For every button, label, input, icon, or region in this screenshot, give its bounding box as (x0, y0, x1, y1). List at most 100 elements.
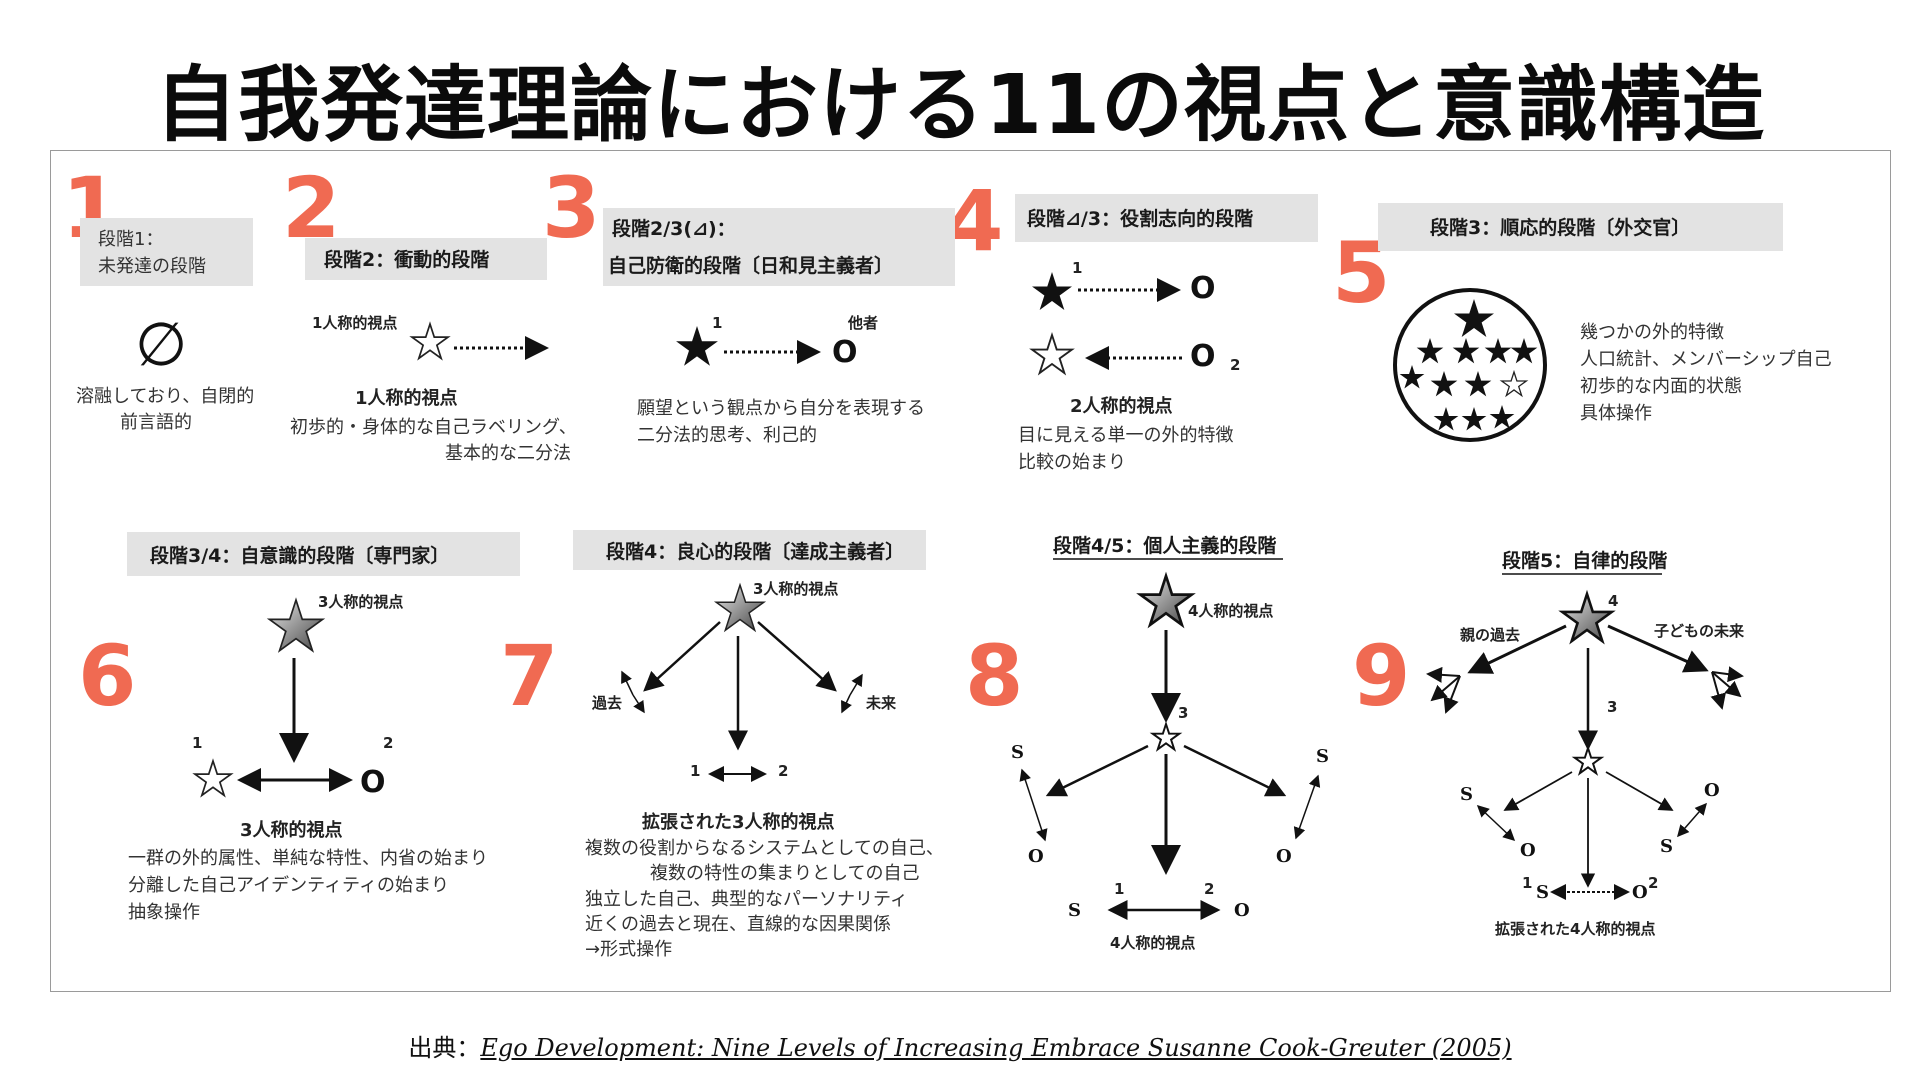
filled-star-icon (1032, 272, 1072, 310)
left-arrow (1503, 771, 1573, 811)
s-label-right: S (1660, 836, 1673, 857)
outlined-star-icon (1140, 576, 1191, 625)
future-tick-arrow-2 (841, 694, 852, 714)
source-citation: 出典：Ego Development: Nine Levels of Incre… (0, 1028, 1920, 1063)
desc-line3: 抽象操作 (128, 902, 200, 923)
stage-label-box (603, 208, 955, 286)
self-index: 1 (690, 762, 700, 780)
s-label-right: S (1316, 746, 1329, 767)
stage-label: 段階3：順応的段階〔外交官〕 (1430, 216, 1690, 239)
panel-stage-delta-3: 段階⊿/3：役割志向的段階 1 O O 2 2人称的視点 目に見える単一の外的特… (1015, 194, 1318, 473)
top-perspective-label: 4人称的視点 (1188, 602, 1273, 620)
other-index: 2 (1230, 356, 1240, 374)
hollow-star-icon (1153, 724, 1180, 749)
page-title: 自我発達理論における11の視点と意識構造 (154, 58, 1766, 153)
hollow-star-icon (195, 761, 231, 795)
stage-label: 段階5：自律的段階 (1502, 549, 1667, 572)
future-arrow (757, 621, 837, 692)
stage-label-box (127, 532, 520, 576)
desc-line2: 基本的な二分法 (445, 443, 571, 464)
past-tick-arrow-2 (632, 694, 645, 714)
perspective-label: 拡張された3人称的視点 (642, 811, 835, 833)
desc-line4: 近くの過去と現在、直線的な因果関係 (585, 914, 891, 935)
panel-stage-2-3: 段階2/3(⊿)： 自己防衛的段階〔日和見主義者〕 1 他者 O 願望という観点… (603, 208, 955, 446)
desc-line1: 願望という観点から自分を表現する (637, 398, 925, 419)
citation-prefix: 出典： (408, 1034, 481, 1062)
panel-stage-3-4: 段階3/4：自意識的段階〔専門家〕 3人称的視点 1 O 2 3人称的視点 一群… (127, 532, 520, 923)
bottom-perspective-label: 4人称的視点 (1110, 934, 1195, 952)
stage-label: 段階2：衝動的段階 (324, 248, 489, 271)
child-future-label: 子どもの未来 (1654, 622, 1745, 640)
other-index: 2 (383, 734, 393, 752)
panel-stage-5: 段階5：自律的段階 4 親の過去 子どもの未来 3 S O O S 1 S O … (1426, 549, 1745, 938)
future-label: 未来 (865, 694, 897, 712)
past-arrow (1467, 624, 1567, 674)
stage-label-box (80, 218, 253, 286)
desc-line1: 複数の役割からなるシステムとしての自己、 (585, 838, 944, 859)
other-circle-2: O (1190, 339, 1216, 374)
desc-line2: 複数の特性の集まりとしての自己 (650, 863, 919, 884)
hollow-star-icon (1032, 335, 1072, 373)
top-perspective-label: 3人称的視点 (318, 593, 403, 611)
desc-line1: 溶融しており、自閉的 (76, 386, 254, 407)
past-tick-arrow (621, 670, 634, 696)
left-so-arrow (1019, 768, 1048, 842)
perspective-label: 2人称的視点 (1070, 395, 1173, 417)
stage-label: 段階3/4：自意識的段階〔専門家〕 (150, 544, 449, 567)
stage-label-box (1378, 203, 1783, 251)
top-perspective-label: 3人称的視点 (753, 580, 838, 598)
self-index: 1 (1522, 874, 1532, 892)
citation-link[interactable]: Ego Development: Nine Levels of Increasi… (480, 1034, 1512, 1062)
outlined-star-icon (1562, 594, 1611, 641)
right-so-arrow (1677, 802, 1707, 838)
bottom-perspective-label: 拡張された4人称的視点 (1495, 920, 1655, 938)
right-arrow (1605, 771, 1674, 811)
other-index: 2 (1648, 874, 1658, 892)
number-3: 3 (542, 159, 600, 257)
gradient-star-icon (269, 600, 322, 651)
desc-line3: 独立した自己、典型的なパーソナリティ (585, 889, 908, 910)
left-arrow (1045, 744, 1149, 797)
o-label-left: O (1028, 846, 1044, 867)
empty-set-icon: ∅ (135, 310, 187, 380)
stage-label: 段階4：良心的段階〔達成主義者〕 (606, 540, 904, 563)
desc-line2: 分離した自己アイデンティティの始まり (128, 875, 449, 896)
panel-stage-3: 段階3：順応的段階〔外交官〕 幾つかの外的特徴 人口統計、メンバーシップ自己 初… (1378, 203, 1832, 442)
desc-line2: 比較の始まり (1018, 452, 1126, 473)
o-label-bottom: O (1234, 900, 1250, 921)
stage-label-line1: 段階1： (98, 229, 163, 250)
s-label-bottom: S (1536, 882, 1549, 903)
panel-stage-4-5: 段階4/5：個人主義的段階 4人称的視点 3 S O S O 1 2 S O 4… (1011, 534, 1329, 952)
past-label: 過去 (591, 694, 622, 712)
self-index: 1 (1114, 880, 1124, 898)
number-9: 9 (1352, 627, 1410, 725)
self-index: 1 (1072, 259, 1082, 277)
s-label-left: S (1460, 784, 1473, 805)
future-tick-arrow (849, 673, 863, 696)
desc-line2: 前言語的 (120, 412, 192, 433)
right-arrow (1183, 744, 1287, 797)
panel-stage-2: 段階2：衝動的段階 1人称的視点 1人称的視点 初歩的・身体的な自己ラベリング、… (290, 238, 577, 464)
number-8: 8 (965, 627, 1023, 725)
top-perspective-label: 1人称的視点 (312, 314, 397, 332)
o-label-left: O (1520, 840, 1536, 861)
hollow-star-icon (412, 324, 448, 358)
self-index: 1 (192, 734, 202, 752)
hollow-star-icon (1575, 748, 1602, 773)
o-label-right: O (1704, 780, 1720, 801)
perspective-label: 3人称的視点 (240, 819, 343, 841)
perspective-label: 1人称的視点 (355, 387, 458, 409)
stage-label: 段階4/5：個人主義的段階 (1053, 534, 1276, 557)
desc-line2: 人口統計、メンバーシップ自己 (1580, 349, 1832, 370)
future-branch-1 (1711, 666, 1744, 683)
desc-line1: 幾つかの外的特徴 (1580, 322, 1724, 343)
desc-line5: →形式操作 (585, 939, 672, 960)
stage-label-line1: 段階2/3(⊿)： (612, 217, 736, 240)
past-branch-3 (1443, 675, 1461, 714)
top-index: 4 (1608, 592, 1618, 610)
other-index: 2 (778, 762, 788, 780)
other-index: 2 (1204, 880, 1214, 898)
group-circle (1393, 288, 1547, 442)
past-branch-2 (1430, 675, 1461, 702)
